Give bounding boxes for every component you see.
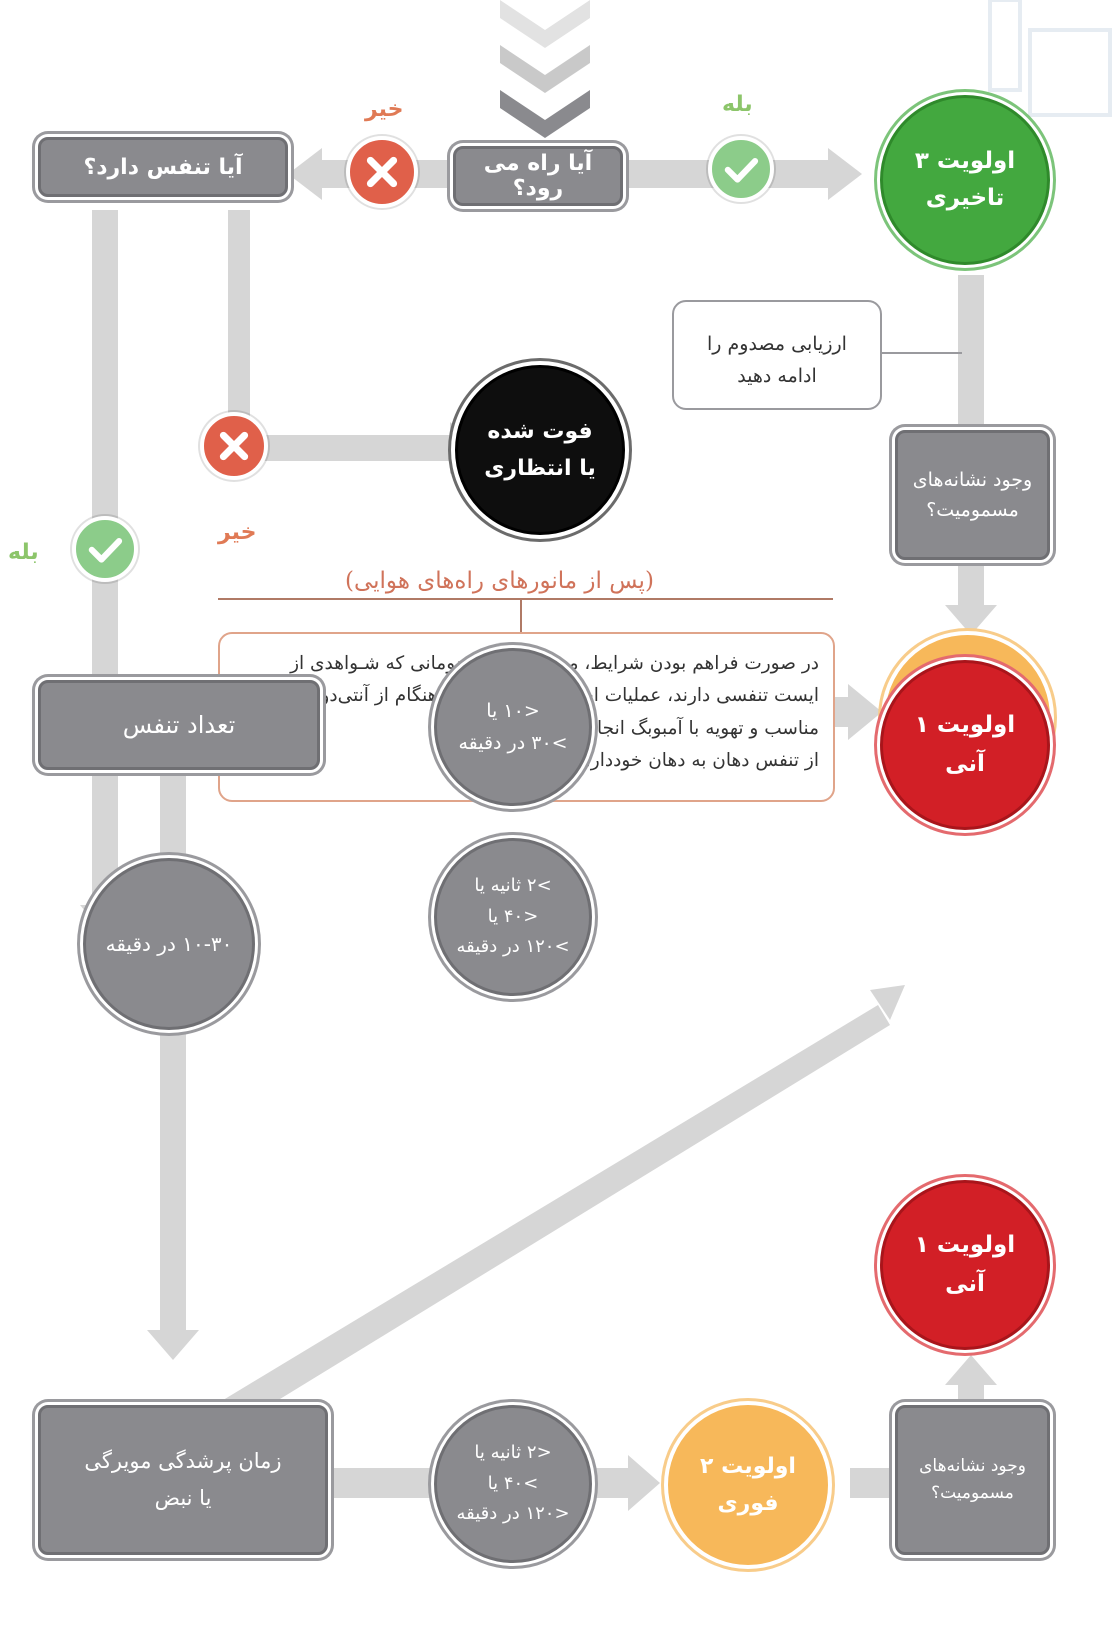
arrow-p2-right — [850, 1468, 900, 1498]
cap-bottom-line3: <۱۲۰ در دقیقه — [456, 1503, 570, 1525]
rr-abnormal-circle: <۱۰ یا >۳۰ در دقیقه — [434, 648, 592, 806]
airway-maneuver-note: (پس از مانورهای راه‌های هوایی) — [345, 568, 654, 594]
respiratory-rate-label: تعداد تنفس — [122, 711, 236, 739]
breathing-question-text: آیا تنفس دارد؟ — [83, 154, 243, 180]
poison-check-line2: مسمومیت؟ — [926, 499, 1019, 521]
walking-question-box: آیا راه می رود؟ — [453, 146, 623, 206]
close-icon — [346, 136, 418, 208]
capillary-refill-box: زمان پرشدگی مویرگی یا نبض — [38, 1405, 328, 1555]
priority1-circle-lower: اولویت ۱ آنی — [880, 1180, 1050, 1350]
arrow-q2-no — [228, 210, 250, 455]
rr-normal-circle: ۱۰-۳۰ در دقیقه — [83, 858, 255, 1030]
cap-bottom-line1: <۲ ثانیه یا — [474, 1442, 552, 1464]
resus-line4: از تنفس دهان به دهان خودداری کنید. — [534, 750, 819, 772]
chevron-icon — [500, 90, 590, 138]
cap-normal-circle: <۲ ثانیه یا >۴۰ یا <۱۲۰ در دقیقه — [434, 1405, 592, 1563]
arrow-rr-down — [160, 770, 186, 1330]
priority2-lower-title: اولویت ۲ — [700, 1453, 796, 1479]
cap-mid-line3: >۱۲۰ در دقیقه — [456, 936, 570, 958]
label-no-breath: خیر — [218, 520, 257, 545]
priority1-title: اولویت ۱ — [914, 711, 1016, 738]
priority3-title: اولویت ۳ — [914, 148, 1016, 175]
cap-refill-line1: زمان پرشدگی مویرگی — [84, 1449, 282, 1474]
label-no-walk: خیر — [365, 97, 404, 122]
poison-check-line1: وجود نشانه‌های — [912, 468, 1033, 491]
rr-abnormal-line1: <۱۰ یا — [486, 699, 540, 722]
poison-check2-line1: وجود نشانه‌های — [919, 1455, 1026, 1476]
priority2-circle-lower: اولویت ۲ فوری — [668, 1405, 828, 1565]
arrow-cap-diagonal — [190, 1005, 890, 1445]
rr-normal-label: ۱۰-۳۰ در دقیقه — [105, 932, 233, 956]
airway-divider — [218, 598, 833, 600]
poison-check2-line2: مسمومیت؟ — [931, 1483, 1014, 1503]
priority3-circle: اولویت ۳ تاخیری — [880, 95, 1050, 265]
resus-line3: مناسب و تهویه با آمبوبگ انجام داد. — [552, 717, 819, 739]
note-connector — [882, 352, 962, 354]
continue-line2: ادامه دهید — [737, 365, 817, 388]
continue-assessment-note: ارزیابی مصدوم را ادامه دهید — [672, 300, 882, 410]
rr-abnormal-line2: >۳۰ در دقیقه — [458, 732, 568, 754]
priority2-lower-sub: فوری — [717, 1491, 779, 1516]
dead-line2: یا انتظاری — [484, 456, 596, 481]
respiratory-rate-box: تعداد تنفس — [38, 680, 320, 770]
dead-line1: فوت شده — [487, 418, 593, 444]
cap-abnormal-circle: >۲ ثانیه یا <۴۰ یا >۱۲۰ در دقیقه — [434, 838, 592, 996]
arrow-p3-down — [958, 275, 984, 435]
breathing-question-box: آیا تنفس دارد؟ — [38, 137, 288, 197]
dead-circle: فوت شده یا انتظاری — [455, 365, 625, 535]
cap-refill-line2: یا نبض — [154, 1486, 212, 1510]
cap-bottom-line2: >۴۰ یا — [487, 1472, 539, 1494]
poison-check-box: وجود نشانه‌های مسمومیت؟ — [895, 430, 1050, 560]
cap-mid-line1: >۲ ثانیه یا — [474, 875, 552, 897]
priority1-circle: اولویت ۱ آنی — [880, 660, 1050, 830]
close-icon — [200, 412, 268, 480]
chevron-icon — [500, 0, 590, 48]
label-yes-breath: بله — [8, 540, 39, 565]
walking-question-text: آیا راه می رود؟ — [483, 151, 593, 201]
priority3-sub: تاخیری — [925, 185, 1005, 211]
check-icon — [72, 516, 138, 582]
poison-check-box-lower: وجود نشانه‌های مسمومیت؟ — [895, 1405, 1050, 1555]
label-yes-walk: بله — [722, 92, 753, 117]
priority1-lower-title: اولویت ۱ — [914, 1231, 1016, 1258]
frame-decoration — [988, 0, 1022, 92]
continue-line1: ارزیابی مصدوم را — [707, 333, 847, 355]
priority1-lower-sub: آنی — [945, 1271, 985, 1297]
priority1-sub: آنی — [945, 751, 985, 777]
chevron-icon — [500, 45, 590, 93]
airway-stem — [520, 598, 522, 632]
cap-mid-line2: <۴۰ یا — [487, 905, 539, 927]
check-icon — [708, 136, 774, 202]
